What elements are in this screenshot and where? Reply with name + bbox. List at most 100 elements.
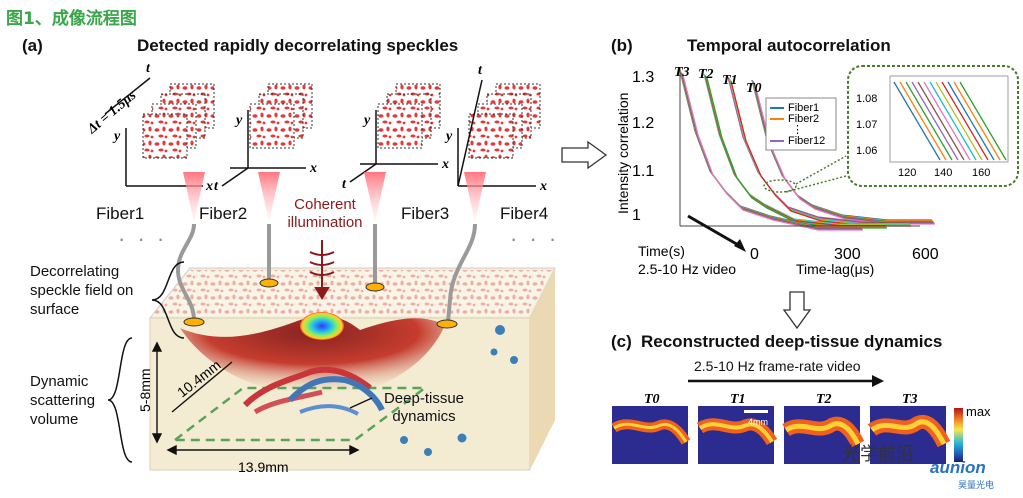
video-rate-label: 2.5-10 Hz video bbox=[638, 261, 736, 277]
depth-label: 5-8mm bbox=[137, 368, 153, 412]
axis-y-4: y bbox=[444, 129, 453, 144]
autocorrelation-chart: 1.3 1.2 1.1 1 0 300 600 Intensity correl… bbox=[615, 65, 1019, 277]
frame-t0 bbox=[611, 406, 691, 464]
panel-a-title: Detected rapidly decorrelating speckles bbox=[137, 36, 459, 55]
scale-bar bbox=[744, 410, 768, 413]
inset-line bbox=[941, 81, 989, 161]
inset-line bbox=[911, 81, 959, 161]
frame-label-t0: T0 bbox=[644, 392, 660, 407]
inset-line bbox=[947, 81, 995, 161]
fiber-cables bbox=[175, 223, 477, 323]
arrow-a-to-b bbox=[561, 140, 608, 170]
xtick-2: 300 bbox=[834, 246, 861, 263]
scale-bar-label: 4mm bbox=[748, 417, 768, 427]
arrow-b-to-c bbox=[782, 291, 812, 330]
illumination-spot bbox=[300, 312, 344, 340]
legend: Fiber1 Fiber2 ⋮ Fiber12 bbox=[765, 97, 837, 151]
inset-xtick-3: 160 bbox=[972, 167, 990, 179]
axis-y-1: y bbox=[112, 129, 121, 144]
inset-ytick-3: 1.06 bbox=[856, 145, 877, 157]
axis-t-4: t bbox=[478, 63, 483, 78]
delta-t-label: Δt = 1.5μs bbox=[84, 88, 140, 138]
detection-cone-4 bbox=[464, 172, 486, 222]
axis-t-2: t bbox=[214, 179, 219, 194]
width-label: 13.9mm bbox=[238, 459, 289, 475]
fiber3-label: Fiber3 bbox=[401, 204, 450, 223]
axis-t-3: t bbox=[342, 177, 347, 192]
legend-fiber1: Fiber1 bbox=[788, 102, 819, 114]
time-axis-arrow bbox=[687, 214, 741, 248]
inset-line bbox=[893, 81, 941, 161]
volume-label: Dynamic scattering volume bbox=[30, 373, 96, 428]
fiber4-label: Fiber4 bbox=[500, 204, 549, 223]
axis-x-4: x bbox=[539, 179, 547, 194]
ellipsis-right: · · · bbox=[510, 226, 560, 251]
time-axis-label: Time(s) bbox=[638, 243, 685, 259]
panel-c-title: Reconstructed deep-tissue dynamics bbox=[641, 332, 943, 351]
frame-label-t1: T1 bbox=[730, 392, 746, 407]
ellipsis-left: · · · bbox=[118, 226, 168, 251]
fiber1-label: Fiber1 bbox=[96, 204, 145, 223]
speckle-stack-2 bbox=[249, 83, 313, 149]
zoom-inset: 1.08 1.07 1.06 120 140 160 bbox=[763, 65, 1019, 193]
inset-line bbox=[953, 81, 1001, 161]
frame-t1 bbox=[696, 406, 778, 464]
colorbar-max: max bbox=[966, 404, 991, 419]
panel-b-title: Temporal autocorrelation bbox=[687, 36, 891, 55]
inset-xtick-2: 140 bbox=[934, 167, 952, 179]
reconstruction-frames: T0 T1 T2 T3 4mm max bbox=[611, 392, 991, 464]
panel-c-label: (c) bbox=[611, 332, 632, 351]
inset-ytick-2: 1.07 bbox=[856, 119, 877, 131]
legend-fiber2: Fiber2 bbox=[788, 113, 819, 125]
dimension-lines bbox=[151, 341, 373, 456]
detection-cone-3 bbox=[364, 172, 386, 222]
surface-label: Decorrelating speckle field on surface bbox=[30, 263, 134, 318]
illumination-label: Coherent illumination bbox=[287, 196, 363, 231]
volume-brace bbox=[107, 337, 133, 463]
frame-label-t2: T2 bbox=[816, 392, 832, 407]
frame-t3 bbox=[867, 406, 951, 464]
inset-line bbox=[929, 81, 977, 161]
axis-x-2: x bbox=[309, 161, 317, 176]
inset-line bbox=[899, 81, 947, 161]
frame-rate-arrow bbox=[688, 375, 884, 387]
deep-tissue-vessels bbox=[242, 366, 385, 416]
surface-speckle-field bbox=[152, 270, 553, 316]
inset-line bbox=[917, 81, 965, 161]
detection-cone-2 bbox=[258, 172, 280, 222]
axis-y-2: y bbox=[234, 113, 243, 128]
dynamics-label: Deep-tissue dynamics bbox=[383, 390, 465, 425]
illumination-arrow bbox=[309, 240, 335, 300]
panel-a-diagram: t y x y x t y x t y x t Δt = 1.5μs 5-8mm… bbox=[84, 61, 556, 475]
ytick-4: 1 bbox=[632, 207, 641, 224]
frame-t2 bbox=[782, 406, 865, 464]
watermark-brand-sub: 昊量光电 bbox=[958, 481, 995, 491]
fiber-tips bbox=[183, 278, 458, 329]
y-axis-label: Intensity correlation bbox=[615, 93, 631, 214]
speckle-stack-3 bbox=[377, 83, 441, 149]
panel-b-label: (b) bbox=[611, 36, 633, 55]
colorbar bbox=[954, 408, 963, 462]
inset-xtick-1: 120 bbox=[898, 167, 916, 179]
axis-y-3: y bbox=[362, 113, 371, 128]
watermark-brand: aunion bbox=[930, 458, 986, 477]
fiber2-label: Fiber2 bbox=[199, 204, 248, 223]
ytick-1: 1.3 bbox=[632, 69, 654, 86]
marker-t0: T0 bbox=[746, 81, 762, 96]
axis-x-1: x bbox=[205, 179, 213, 194]
inset-line bbox=[923, 81, 971, 161]
panel-a-label: (a) bbox=[22, 36, 43, 55]
axis-t-1: t bbox=[146, 61, 151, 76]
tissue-side bbox=[530, 268, 555, 470]
watermark-text: 光学前沿 bbox=[842, 444, 914, 465]
diffused-light bbox=[180, 316, 445, 396]
inset-line bbox=[935, 81, 983, 161]
figure-title: 图1、成像流程图 bbox=[6, 9, 137, 29]
axes-3 bbox=[349, 110, 438, 183]
detection-cone-1 bbox=[183, 172, 205, 222]
moving-particles bbox=[400, 325, 518, 456]
axes-2 bbox=[221, 110, 306, 187]
inset-line bbox=[959, 81, 1007, 161]
marker-t3: T3 bbox=[674, 65, 690, 80]
speckle-stack-4 bbox=[468, 83, 541, 159]
